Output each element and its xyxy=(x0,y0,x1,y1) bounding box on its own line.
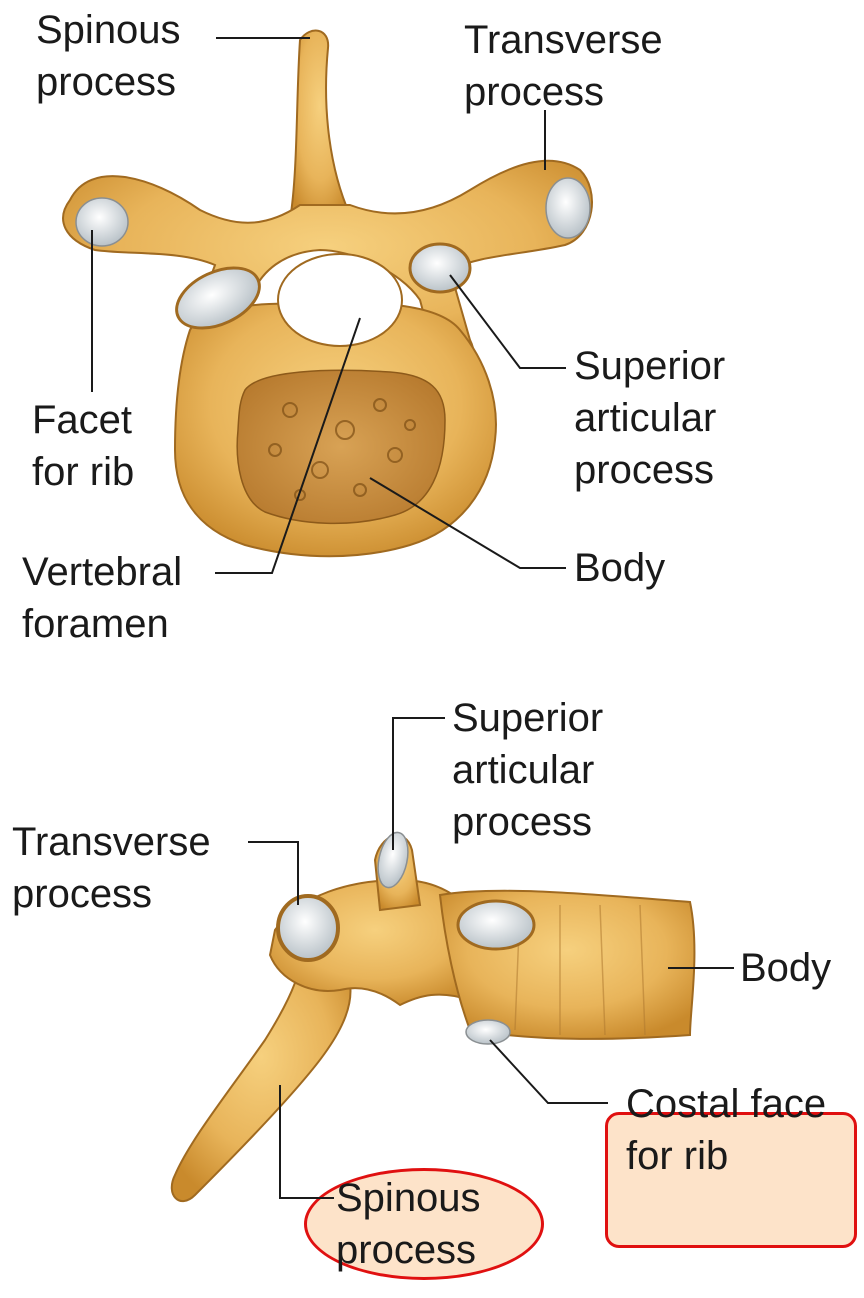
leader-side-transverse xyxy=(248,842,298,905)
side-superior-costal-facet xyxy=(458,901,534,949)
label-top-spinous-process: Spinous process xyxy=(36,4,181,108)
label-top-facet-for-rib: Facet for rib xyxy=(32,394,134,498)
label-top-superior-articular-process: Superior articular process xyxy=(574,340,725,496)
label-side-superior-articular-process: Superior articular process xyxy=(452,692,603,848)
top-facet-right xyxy=(546,178,590,238)
top-superior-articular-right xyxy=(410,244,470,292)
top-body-spongy-core xyxy=(237,370,445,523)
label-side-body: Body xyxy=(740,942,831,994)
top-facet-left xyxy=(76,198,128,246)
leader-side-costal xyxy=(490,1040,608,1103)
label-top-vertebral-foramen: Vertebral foramen xyxy=(22,546,182,650)
leader-side-superior-articular xyxy=(393,718,445,850)
leader-side-spinous xyxy=(280,1085,334,1198)
label-side-spinous-process: Spinous process xyxy=(336,1172,481,1276)
label-side-costal-face-for-rib: Costal face for rib xyxy=(626,1078,826,1182)
label-top-transverse-process: Transverse process xyxy=(464,14,663,118)
side-costal-face-for-rib xyxy=(466,1020,510,1044)
side-spinous-process-shape xyxy=(172,960,351,1201)
top-vertebral-foramen xyxy=(278,254,402,346)
label-side-transverse-process: Transverse process xyxy=(12,816,211,920)
side-transverse-process-facet xyxy=(278,896,338,960)
label-top-body: Body xyxy=(574,542,665,594)
side-view-vertebra xyxy=(172,830,695,1201)
top-spinous-process-shape xyxy=(290,31,350,220)
